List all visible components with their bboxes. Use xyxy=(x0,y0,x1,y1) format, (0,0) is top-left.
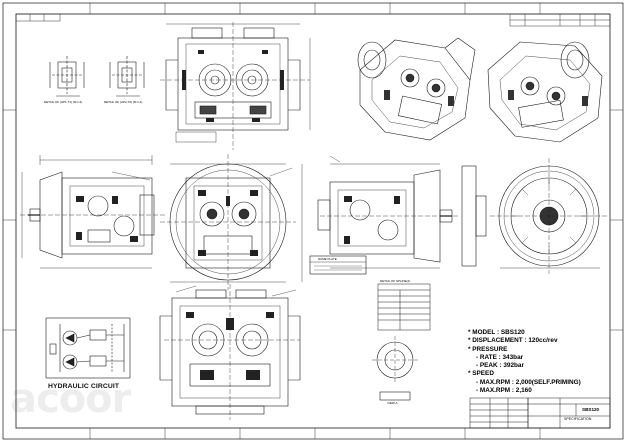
bottom-view-hatching xyxy=(186,312,274,380)
pump-front-view xyxy=(160,154,303,290)
spec-pressure-rate: - RATE : 343bar xyxy=(476,353,524,361)
title-block-subtitle: SPECIFICATION xyxy=(564,417,592,421)
spec-speed: * SPEED xyxy=(468,370,494,378)
view-a-caption: VIEW A xyxy=(387,401,398,405)
detail-port-2 xyxy=(109,56,145,97)
revision-box-top-left xyxy=(15,13,61,22)
right-view-hatching xyxy=(344,196,400,244)
spec-pressure-peak: - PEAK : 392bar xyxy=(476,362,524,370)
title-block-drawing-title: SBS120 xyxy=(582,407,600,412)
name-plate xyxy=(309,255,367,275)
pump-right-side-view xyxy=(317,163,460,269)
spline-data-table xyxy=(377,283,431,331)
front-view-hatching xyxy=(198,190,258,256)
flange-side-section xyxy=(461,165,487,267)
left-view-hatching xyxy=(76,196,138,242)
detail-spline-caption: DETAIL OF SPLINE(1) xyxy=(380,279,411,283)
pump-top-view-hatching xyxy=(182,50,284,122)
specification-panel: * MODEL : SBS120 * DISPLACEMENT : 120cc/… xyxy=(468,329,618,395)
pump-bottom-view xyxy=(159,284,301,420)
detail-port-1 xyxy=(49,56,85,97)
title-block xyxy=(469,397,611,429)
pump-isometric-view-2 xyxy=(487,41,603,143)
border-zone-ticks xyxy=(3,3,623,439)
spec-speed-max-rpm: - MAX.RPM : 2,000(SELF.PRIMING) xyxy=(476,378,581,386)
view-a-detail xyxy=(372,336,418,401)
revision-table-top-right xyxy=(509,13,611,27)
hydraulic-circuit-diagram xyxy=(45,317,131,379)
pump-flange-view xyxy=(490,158,608,274)
hydraulic-circuit-label: HYDRAULIC CIRCUIT xyxy=(48,383,120,390)
detail-port-1-caption: DETAIL OF (AP1,T1) (M 1:4) xyxy=(44,100,83,104)
callout-leaders xyxy=(111,155,341,297)
flange-gear-teeth xyxy=(511,178,587,254)
spec-displacement: * DISPLACEMENT : 120cc/rev xyxy=(468,337,558,345)
isometric-hatching xyxy=(384,90,588,106)
detail-port-2-caption: DETAIL OF (AP2,T2) (M 1:4) xyxy=(104,100,143,104)
watermark-logo: acoor xyxy=(10,376,131,422)
spec-pressure: * PRESSURE xyxy=(468,345,508,353)
name-plate-caption: NAME PLATE xyxy=(318,257,337,261)
pump-left-side-view xyxy=(20,155,165,269)
pump-isometric-view-1 xyxy=(357,37,476,141)
spec-model: * MODEL : SBS120 xyxy=(468,329,525,336)
spec-speed-max-rpm-2: - MAX.RPM : 2,160 xyxy=(476,387,532,395)
